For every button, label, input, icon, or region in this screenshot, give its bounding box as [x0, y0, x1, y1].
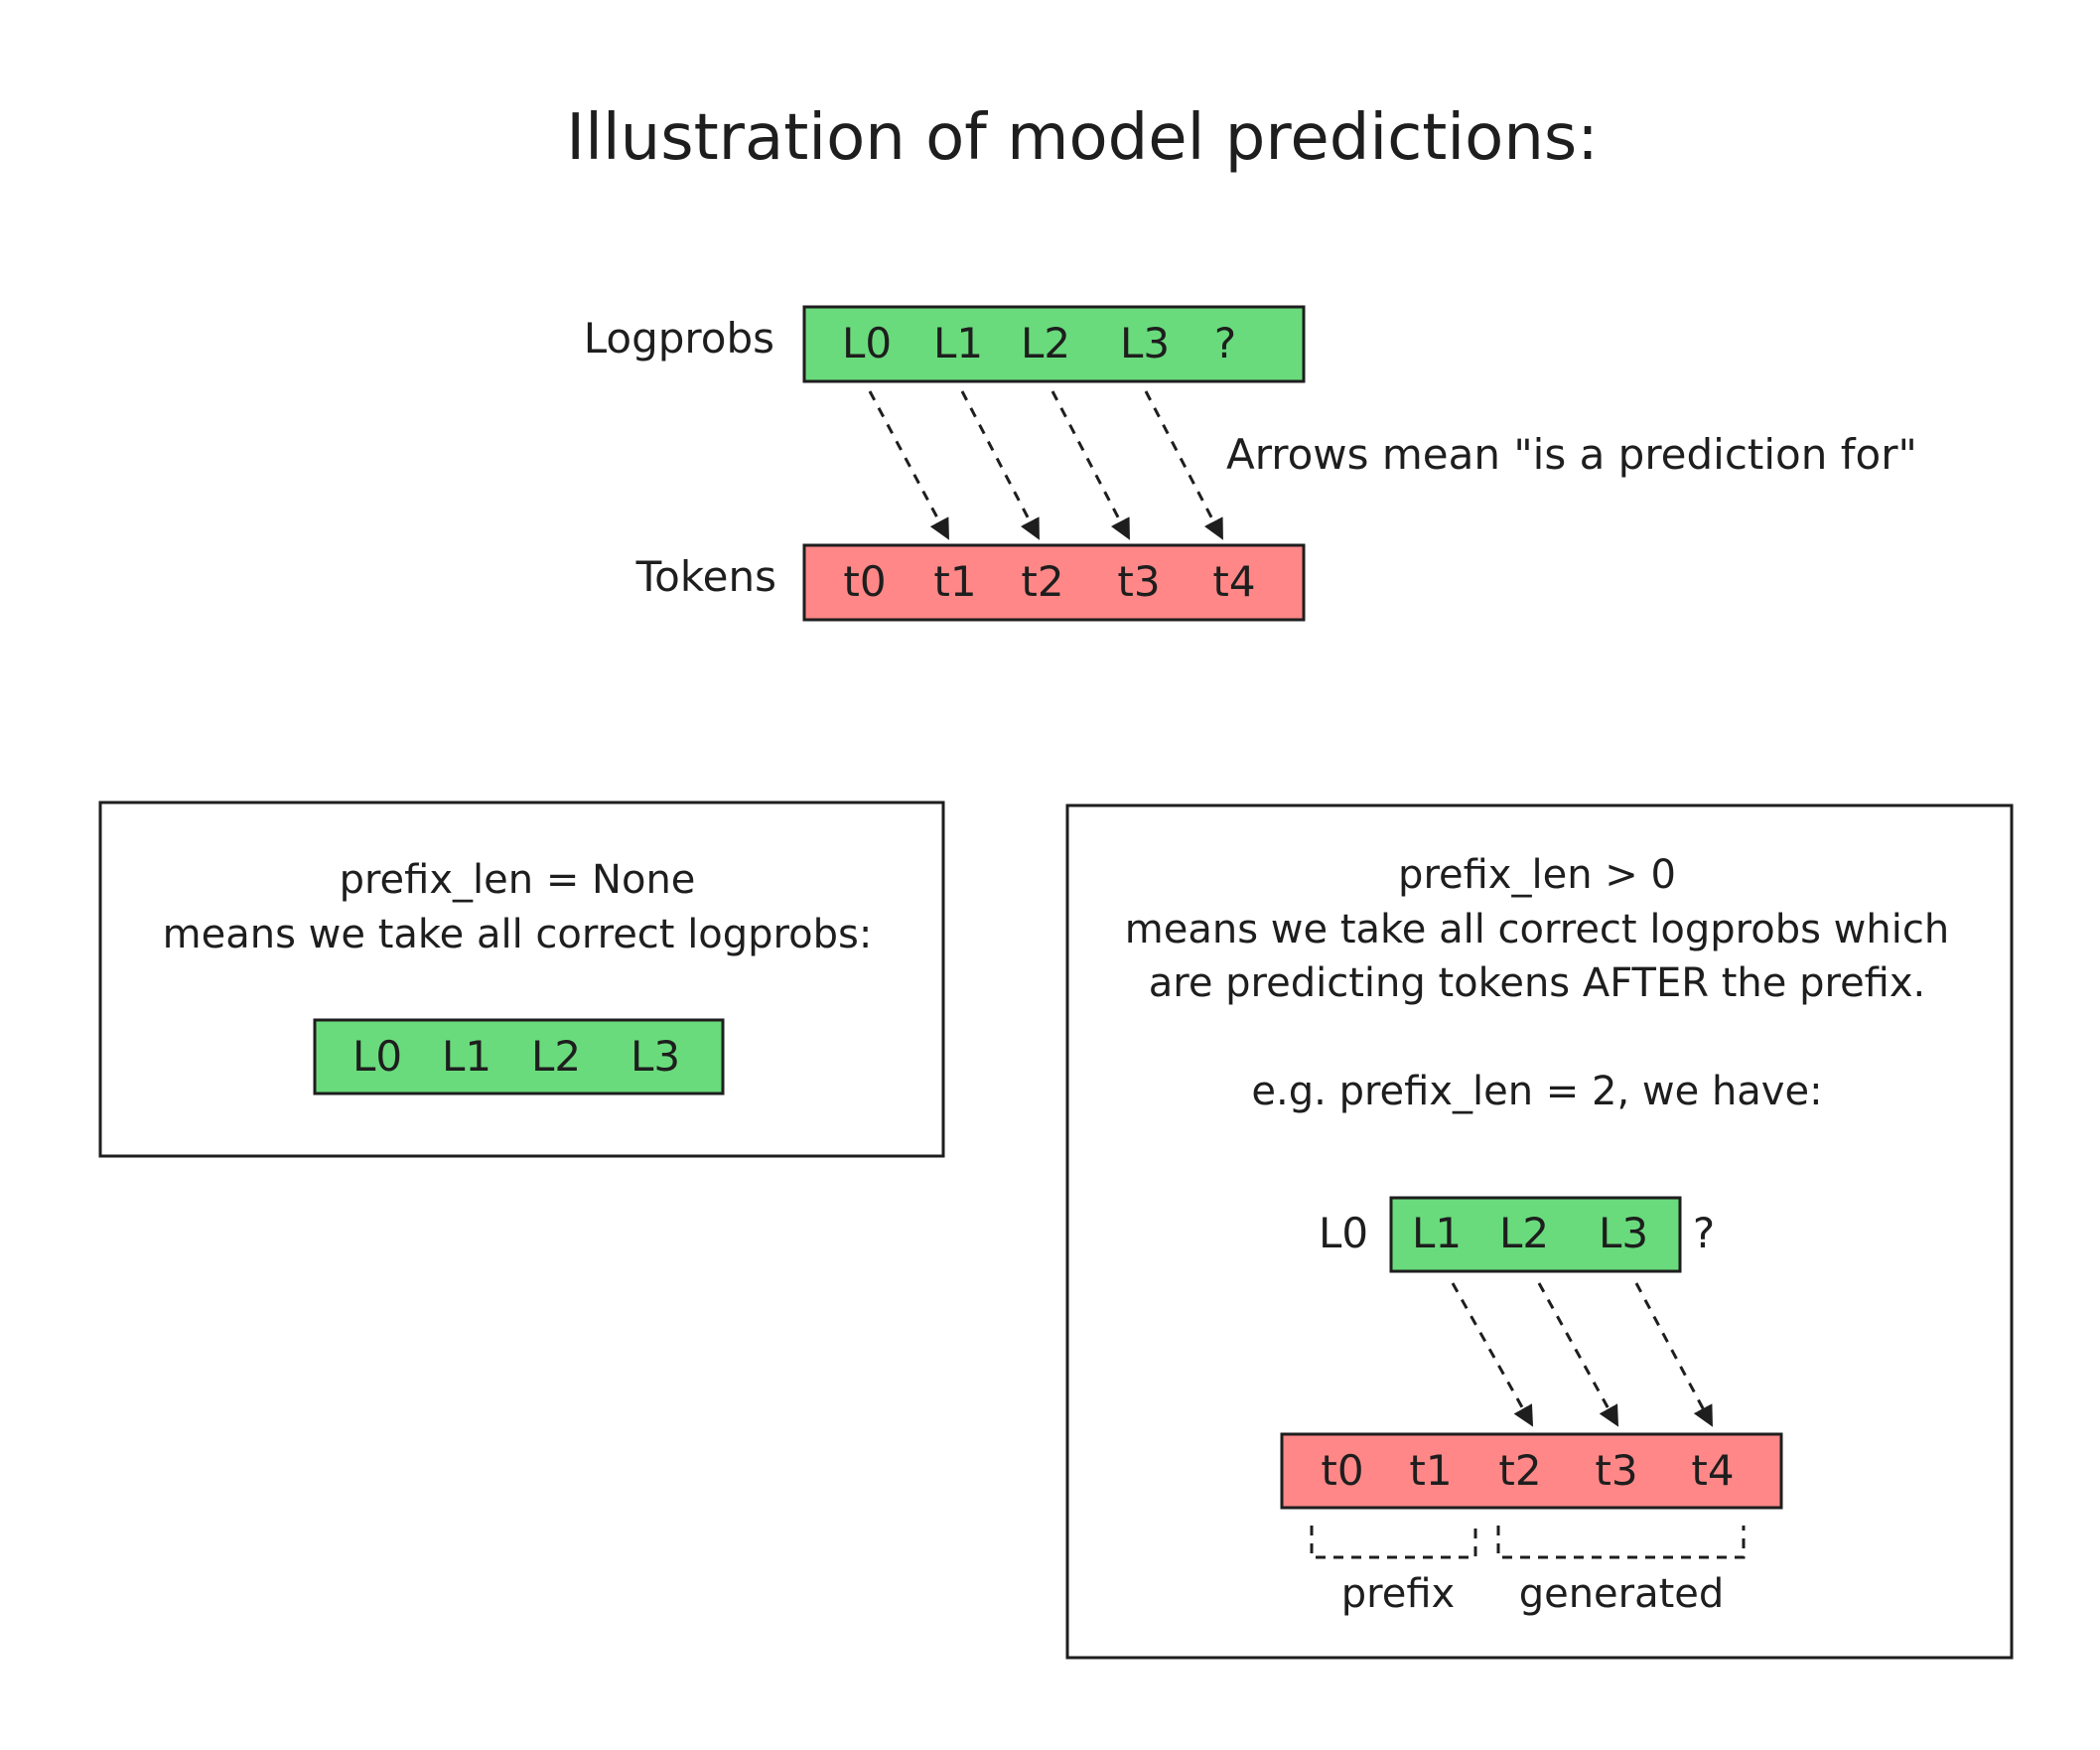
generated-bracket-label: generated [1519, 1571, 1725, 1617]
top-logprobs-bar [802, 305, 1306, 383]
prefix-token-cell-0: t0 [1321, 1446, 1363, 1495]
prefix-token-cell-4: t4 [1691, 1446, 1734, 1495]
top-arrow-4 [1144, 390, 1223, 540]
diagram-title: Illustration of model predictions: [566, 101, 1599, 175]
excluded-logprob-question: ? [1693, 1209, 1715, 1257]
top-token-cell-1: t1 [933, 557, 976, 606]
top-logprob-cell-1: L1 [933, 319, 983, 367]
prefix-none-logprob-cell-1: L1 [442, 1032, 491, 1081]
prefix-none-logprobs-bar [313, 1018, 725, 1095]
prefix-token-cell-1: t1 [1409, 1446, 1452, 1495]
top-token-cell-4: t4 [1212, 557, 1255, 606]
prefix-none-logprob-cell-0: L0 [352, 1032, 402, 1081]
tokens-row-label: Tokens [635, 552, 776, 601]
prefix-none-logprob-cell-2: L2 [531, 1032, 581, 1081]
prefix-arrow-3 [1634, 1282, 1713, 1427]
top-token-cell-0: t0 [843, 557, 886, 606]
top-arrow-1 [868, 390, 949, 540]
selected-logprobs-bar [1389, 1196, 1682, 1273]
prefix-none-heading: prefix_len = None [340, 857, 696, 903]
arrows-meaning-note: Arrows mean "is a prediction for" [1226, 430, 1917, 479]
prefix-positive-heading: prefix_len > 0 [1398, 852, 1676, 898]
top-tokens-bar [802, 543, 1306, 622]
top-logprob-cell-0: L0 [842, 319, 892, 367]
prefix-bracket-label: prefix [1341, 1571, 1455, 1617]
prefix-none-panel [98, 801, 945, 1158]
prefix-none-logprob-cell-3: L3 [630, 1032, 680, 1081]
top-logprob-cell-2: L2 [1021, 319, 1070, 367]
top-arrow-2 [960, 390, 1040, 540]
generated-bracket [1496, 1526, 1746, 1559]
excluded-logprob-l0: L0 [1319, 1209, 1368, 1257]
selected-logprob-cell-1: L2 [1499, 1209, 1549, 1257]
logprobs-row-label: Logprobs [584, 314, 774, 363]
selected-logprob-cell-2: L3 [1599, 1209, 1648, 1257]
top-logprob-cell-3: L3 [1120, 319, 1170, 367]
top-token-cell-2: t2 [1021, 557, 1063, 606]
prefix-none-explanation: means we take all correct logprobs: [163, 912, 873, 957]
prefix-example-text: e.g. prefix_len = 2, we have: [1251, 1069, 1822, 1114]
prefix-arrow-2 [1537, 1282, 1619, 1427]
prefix-token-cell-3: t3 [1595, 1446, 1637, 1495]
prefix-bracket [1310, 1526, 1477, 1559]
top-token-cell-3: t3 [1117, 557, 1160, 606]
prefix-token-cell-2: t2 [1498, 1446, 1541, 1495]
prefix-arrow-1 [1451, 1282, 1534, 1427]
top-arrow-3 [1050, 390, 1130, 540]
top-logprob-cell-4: ? [1214, 319, 1236, 367]
selected-logprob-cell-0: L1 [1412, 1209, 1462, 1257]
prefix-tokens-bar [1280, 1432, 1783, 1510]
prefix-positive-explanation-2: are predicting tokens AFTER the prefix. [1149, 960, 1926, 1006]
prefix-positive-explanation-1: means we take all correct logprobs which [1125, 907, 1949, 952]
